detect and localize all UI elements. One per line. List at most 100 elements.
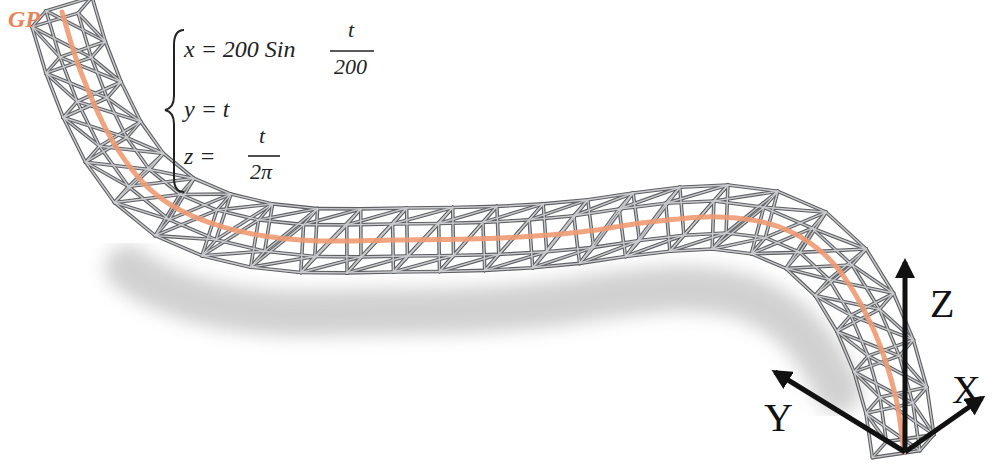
strut xyxy=(543,204,547,252)
strut xyxy=(712,207,764,249)
strut xyxy=(301,257,361,273)
strut xyxy=(815,295,880,309)
strut xyxy=(826,212,866,249)
strut xyxy=(251,267,301,272)
strut xyxy=(866,249,893,293)
equation-text: z = xyxy=(184,143,216,169)
strut xyxy=(265,251,315,256)
strut xyxy=(32,27,91,58)
strut xyxy=(86,146,100,162)
beam-shadow xyxy=(128,268,838,391)
strut xyxy=(815,279,829,295)
strut xyxy=(580,241,640,264)
strut xyxy=(194,179,231,195)
strut xyxy=(440,270,485,271)
strut xyxy=(180,193,231,195)
strut xyxy=(812,228,866,249)
strut xyxy=(728,185,778,191)
strut xyxy=(231,194,273,204)
strut xyxy=(46,73,107,98)
fraction-numerator: t xyxy=(259,124,265,148)
strut xyxy=(452,208,454,256)
strut xyxy=(619,187,680,209)
fraction-bar xyxy=(330,50,374,52)
strut xyxy=(872,442,886,458)
strut xyxy=(301,225,304,273)
fraction-denominator: 2π xyxy=(250,160,272,184)
strut xyxy=(714,201,764,207)
strut xyxy=(714,191,778,201)
strut xyxy=(619,187,680,209)
strut xyxy=(726,185,728,233)
strut xyxy=(304,224,347,226)
strut xyxy=(680,187,684,235)
strut xyxy=(854,356,899,372)
strut xyxy=(107,98,141,122)
strut xyxy=(619,209,625,257)
strut xyxy=(315,209,318,257)
strut xyxy=(347,223,393,225)
strut xyxy=(345,225,349,273)
z-axis xyxy=(903,262,908,452)
equation-text: x = 200 Sin xyxy=(184,36,296,62)
strut xyxy=(574,216,580,264)
strut xyxy=(812,228,866,249)
fraction-bar xyxy=(248,155,280,157)
strut xyxy=(439,222,483,223)
strut xyxy=(454,254,499,255)
strut xyxy=(202,210,217,256)
strut xyxy=(533,216,574,268)
strut xyxy=(497,206,499,254)
strut xyxy=(60,57,121,82)
strut xyxy=(86,162,115,202)
strut xyxy=(852,249,866,265)
strut xyxy=(78,0,92,13)
strut xyxy=(854,356,868,372)
strut xyxy=(78,0,92,13)
strut xyxy=(437,224,441,272)
strut xyxy=(786,252,800,268)
strut xyxy=(259,220,304,225)
strut xyxy=(666,203,670,251)
strut xyxy=(854,372,880,397)
axis-label: Y xyxy=(764,396,793,440)
strut xyxy=(180,195,217,211)
strut xyxy=(640,187,680,240)
strut xyxy=(180,192,231,196)
strut xyxy=(453,206,497,207)
y-axis xyxy=(775,372,905,452)
strut xyxy=(46,58,91,74)
strut xyxy=(301,272,347,274)
strut xyxy=(217,194,231,210)
strut xyxy=(216,194,231,240)
strut xyxy=(574,209,619,216)
strut xyxy=(529,216,574,220)
strut xyxy=(315,209,318,257)
strut xyxy=(837,315,851,331)
strut xyxy=(714,201,764,207)
strut xyxy=(393,271,439,273)
lattice-beam xyxy=(32,0,934,458)
strut xyxy=(115,203,170,220)
strut xyxy=(107,82,121,98)
strut xyxy=(726,185,728,233)
strut xyxy=(815,279,829,295)
strut xyxy=(483,222,485,270)
strut xyxy=(580,257,626,264)
strut xyxy=(115,195,181,203)
strut xyxy=(880,293,894,309)
strut xyxy=(529,200,588,220)
strut xyxy=(32,27,91,58)
strut xyxy=(86,162,115,202)
strut xyxy=(194,179,231,195)
fraction-denominator: 200 xyxy=(334,55,367,79)
equation-text: y = t xyxy=(184,96,230,122)
strut xyxy=(63,118,99,147)
strut xyxy=(786,268,829,279)
strut xyxy=(913,387,927,403)
strut xyxy=(633,193,639,241)
strut xyxy=(63,118,126,138)
strut xyxy=(786,265,852,268)
strut xyxy=(217,210,259,220)
strut xyxy=(46,57,60,73)
